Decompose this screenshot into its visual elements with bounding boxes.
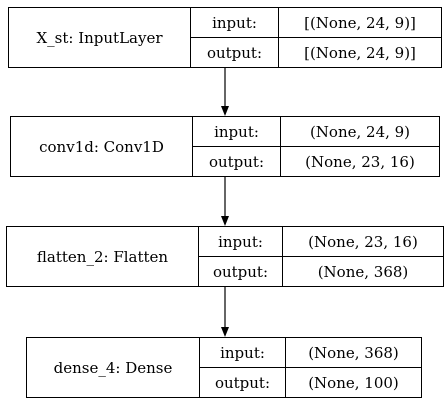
io-table: input: [(None, 24, 9)] output: [(None, 2… <box>191 8 441 67</box>
input-label: input: <box>193 117 281 146</box>
input-label: input: <box>199 227 283 256</box>
output-label: output: <box>193 147 281 176</box>
output-row: output: (None, 368) <box>199 256 443 286</box>
input-shape: (None, 23, 16) <box>308 232 418 251</box>
node-name: flatten_2: Flatten <box>7 227 199 286</box>
node-name: dense_4: Dense <box>27 338 200 397</box>
node-conv1d: conv1d: Conv1D input: (None, 24, 9) outp… <box>10 116 440 177</box>
node-input-layer: X_st: InputLayer input: [(None, 24, 9)] … <box>8 7 442 68</box>
output-shape: (None, 23, 16) <box>305 152 415 171</box>
io-table: input: (None, 23, 16) output: (None, 368… <box>199 227 443 286</box>
output-row: output: (None, 100) <box>200 367 421 397</box>
input-shape: [(None, 24, 9)] <box>304 13 416 32</box>
output-shape: [(None, 24, 9)] <box>304 43 416 62</box>
output-shape: (None, 100) <box>308 373 399 392</box>
io-table: input: (None, 368) output: (None, 100) <box>200 338 421 397</box>
output-label: output: <box>199 257 283 286</box>
io-table: input: (None, 24, 9) output: (None, 23, … <box>193 117 439 176</box>
node-dense: dense_4: Dense input: (None, 368) output… <box>26 337 422 398</box>
edge-2-3 <box>221 287 229 337</box>
input-shape: (None, 368) <box>308 343 399 362</box>
node-name: conv1d: Conv1D <box>11 117 193 176</box>
edge-0-1 <box>221 68 229 116</box>
output-row: output: [(None, 24, 9)] <box>191 37 441 67</box>
input-label: input: <box>191 8 279 37</box>
input-row: input: (None, 23, 16) <box>199 227 443 256</box>
input-row: input: (None, 24, 9) <box>193 117 439 146</box>
output-row: output: (None, 23, 16) <box>193 146 439 176</box>
input-row: input: (None, 368) <box>200 338 421 367</box>
input-shape: (None, 24, 9) <box>309 122 411 141</box>
output-label: output: <box>200 368 286 397</box>
node-flatten: flatten_2: Flatten input: (None, 23, 16)… <box>6 226 444 287</box>
edge-1-2 <box>221 176 229 226</box>
input-row: input: [(None, 24, 9)] <box>191 8 441 37</box>
input-label: input: <box>200 338 286 367</box>
output-label: output: <box>191 38 279 67</box>
output-shape: (None, 368) <box>317 262 409 281</box>
node-name: X_st: InputLayer <box>9 8 191 67</box>
